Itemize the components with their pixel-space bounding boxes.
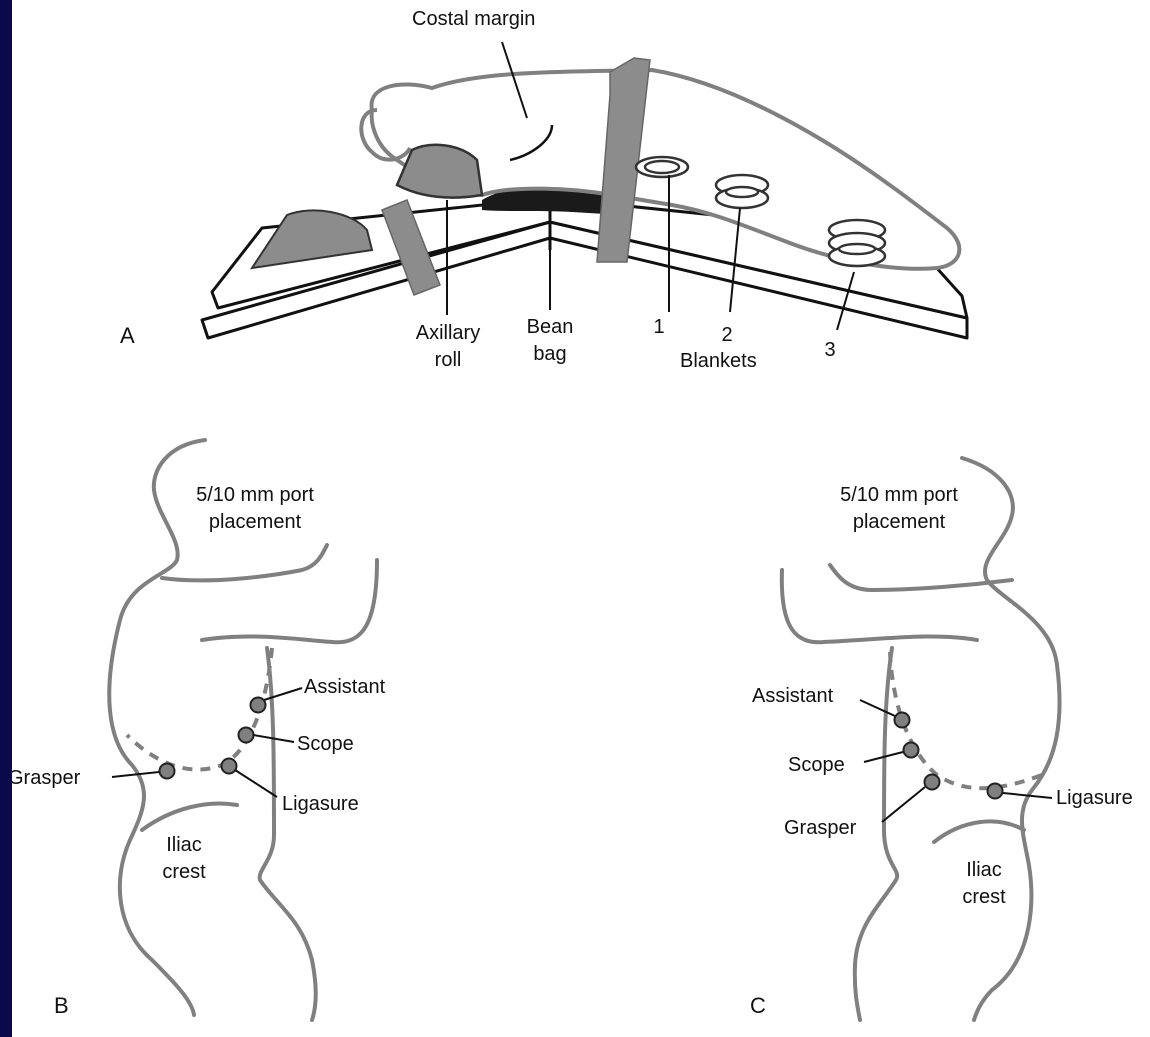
bean-bag-label: Bean bag: [520, 314, 580, 368]
panel-c-assistant-port: [895, 713, 910, 728]
panel-b-ligasure-label: Ligasure: [282, 791, 359, 818]
panel-b-port-line1: 5/10 mm port: [180, 482, 330, 509]
blankets-label: Blankets: [680, 348, 757, 375]
panel-c-grasper-label: Grasper: [784, 815, 856, 842]
panel-c-port-placement-label: 5/10 mm port placement: [824, 482, 974, 536]
panel-b-assistant-label: Assistant: [304, 674, 385, 701]
bean-bag-label-line2: bag: [520, 341, 580, 368]
panel-c-grasper-port: [925, 775, 940, 790]
panel-c-iliac-crest-label: Iliac crest: [944, 857, 1024, 911]
figure-panel: A Costal margin Axillary roll Bean bag 1…: [12, 0, 1150, 1037]
blanket-3-roll: [829, 220, 885, 266]
bean-bag-label-line1: Bean: [520, 314, 580, 341]
panel-c-port-line1: 5/10 mm port: [824, 482, 974, 509]
panel-c-ligasure-port: [988, 784, 1003, 799]
panel-b-iliac-line1: Iliac: [144, 832, 224, 859]
axillary-roll-label: Axillary roll: [405, 320, 491, 374]
panel-b-arm: [162, 545, 327, 580]
panel-a-illustration: [12, 0, 1150, 400]
panel-b-scope-port: [239, 728, 254, 743]
blanket-2-label: 2: [717, 322, 737, 349]
panel-c-letter: C: [750, 992, 766, 1019]
blanket-1-label: 1: [649, 314, 669, 341]
panel-b-grasper-port: [160, 764, 175, 779]
axilla-region: [397, 145, 482, 198]
panel-c-scope-label: Scope: [788, 752, 845, 779]
panel-c-arm-under: [782, 570, 977, 642]
blanket-2-roll: [716, 175, 768, 208]
blanket-1-roll: [636, 157, 688, 177]
panel-b-scope-label: Scope: [297, 731, 354, 758]
panel-b-flank: [260, 648, 316, 1020]
panel-b-port-line2: placement: [180, 509, 330, 536]
panel-c-iliac-line1: Iliac: [944, 857, 1024, 884]
costal-margin-label: Costal margin: [412, 6, 535, 33]
panel-c-iliac-crest: [934, 821, 1024, 842]
panel-c-port-line2: placement: [824, 509, 974, 536]
panel-b-letter: B: [54, 992, 69, 1019]
panel-b-assistant-port: [251, 698, 266, 713]
blanket-3-label: 3: [820, 337, 840, 364]
panel-b-iliac-crest-label: Iliac crest: [144, 832, 224, 886]
panel-b-dashed-costal-line: [127, 648, 272, 770]
panel-b-iliac-crest: [142, 804, 237, 830]
panel-b-ligasure-port: [222, 759, 237, 774]
axillary-roll-label-line1: Axillary: [405, 320, 491, 347]
panel-c-dashed-costal-line: [890, 652, 1042, 788]
panel-b-port-placement-label: 5/10 mm port placement: [180, 482, 330, 536]
panel-c-scope-port: [904, 743, 919, 758]
panel-c-flank: [855, 648, 897, 1020]
panel-c-arm: [830, 565, 1012, 590]
panel-b-arm-under: [202, 560, 377, 642]
panel-c-iliac-line2: crest: [944, 884, 1024, 911]
panel-b-grasper-label: Grasper: [12, 765, 80, 792]
panel-c-assistant-label: Assistant: [752, 683, 833, 710]
panel-c-head: [962, 458, 1060, 1020]
panel-c-ligasure-label: Ligasure: [1056, 785, 1133, 812]
panel-b-iliac-line2: crest: [144, 859, 224, 886]
axillary-roll-label-line2: roll: [405, 347, 491, 374]
panel-a-letter: A: [120, 322, 135, 349]
